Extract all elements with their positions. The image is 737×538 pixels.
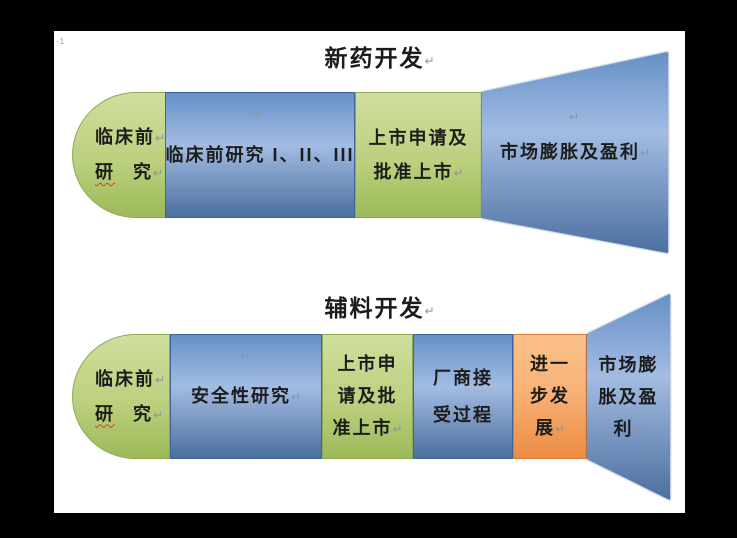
return-mark-icon: ↵ bbox=[392, 422, 403, 436]
bottom-stage-manufacturer-acceptance: 厂商接 受过程 bbox=[413, 334, 513, 459]
bottom-title-text: 辅料开发 bbox=[324, 295, 425, 321]
stage-label-line: 市场膨胀及盈利↵ bbox=[500, 135, 650, 170]
return-mark-icon: ↵ bbox=[155, 372, 166, 387]
return-mark-icon: ↵ bbox=[554, 422, 566, 436]
stage-label-line: 研究↵ bbox=[95, 155, 163, 190]
stage-label-line: 临床前研究 I、II、III bbox=[166, 138, 355, 172]
stage-label-text: 上市申请及 bbox=[368, 127, 469, 148]
stage-label-text: 安全性研究 bbox=[190, 386, 291, 406]
stage-label-text: 临床前 bbox=[95, 127, 155, 147]
stage-label-text: 进一 bbox=[530, 354, 570, 374]
stage-label-line: 上市申 bbox=[338, 348, 398, 380]
stage-label-text: 批准上市 bbox=[373, 161, 454, 182]
stage-label-line: 市场膨 bbox=[599, 349, 659, 381]
return-mark-icon: ↵ bbox=[453, 165, 464, 180]
return-mark-icon: ↵ bbox=[253, 107, 267, 121]
stage-label-text: 上市申 bbox=[337, 354, 398, 374]
stage-label-text: 受过程 bbox=[433, 404, 493, 425]
stage-label-text: 究 bbox=[133, 403, 153, 424]
stage-label-text: 究 bbox=[133, 162, 153, 182]
bottom-stage-preclinical-capsule: 临床前↵ 研究↵ bbox=[72, 334, 170, 459]
top-stage-market-expansion: ↵ 市场膨胀及盈利↵ bbox=[482, 52, 668, 253]
return-mark-icon: ↵ bbox=[290, 390, 302, 404]
spellcheck-word: 研 bbox=[95, 403, 115, 424]
return-mark-icon: ↵ bbox=[155, 131, 166, 145]
spellcheck-word: 研 bbox=[95, 162, 115, 182]
stage-label-line: 请及批 bbox=[338, 380, 398, 412]
stage-label-text: 厂商接 bbox=[433, 367, 493, 388]
return-mark-icon: ↵ bbox=[424, 304, 435, 318]
stage-label-line: 厂商接 bbox=[433, 360, 493, 397]
top-diagram-title: 新药开发↵ bbox=[324, 39, 434, 73]
stage-label-text: 准上市 bbox=[332, 418, 393, 438]
top-title-text: 新药开发 bbox=[324, 45, 425, 71]
stage-label-line: 准上市↵ bbox=[332, 412, 402, 445]
stage-label-line: 展↵ bbox=[535, 412, 565, 445]
trapezoid-content: ↵ 市场膨胀及盈利↵ bbox=[482, 52, 668, 253]
stage-label-line: 受过程 bbox=[433, 397, 493, 434]
stage-label-line: 临床前↵ bbox=[95, 120, 165, 155]
stage-label-text: 市场膨胀及盈利 bbox=[499, 142, 640, 162]
stage-label-line: 上市申请及 bbox=[369, 121, 469, 155]
trapezoid-shape bbox=[587, 294, 670, 500]
return-mark-icon: ↵ bbox=[239, 349, 253, 363]
stage-label-line: 研究↵ bbox=[95, 397, 163, 432]
stage-label-text: 步发 bbox=[530, 386, 570, 406]
top-stage-clinical-trials: ↵ 临床前研究 I、II、III bbox=[165, 92, 355, 218]
stage-label-text: 临床前 bbox=[95, 368, 155, 389]
return-mark-icon: ↵ bbox=[153, 407, 164, 422]
stage-label-text: 市场膨 bbox=[598, 354, 659, 375]
stage-label-text: 胀及盈 bbox=[598, 386, 659, 407]
bottom-diagram-title: 辅料开发↵ bbox=[324, 289, 434, 323]
return-mark-icon: ↵ bbox=[639, 146, 651, 160]
stage-label-line: 利↵ bbox=[613, 413, 643, 446]
stray-format-mark: -1 bbox=[56, 37, 66, 46]
trapezoid-content: 市场膨 胀及盈 利↵ bbox=[587, 294, 670, 500]
stage-label-line: 进一 bbox=[530, 348, 570, 380]
bottom-stage-safety-research: ↵ 安全性研究↵ bbox=[170, 334, 322, 459]
stage-label-text: 请及批 bbox=[337, 386, 398, 406]
stage-label-text: 利 bbox=[613, 418, 634, 439]
top-stage-market-approval: 上市申请及 批准上市↵ bbox=[355, 92, 482, 218]
top-stage-preclinical-capsule: 临床前↵ 研究↵ bbox=[72, 92, 166, 218]
stage-label-line: 批准上市↵ bbox=[373, 155, 463, 190]
stage-label-line: 临床前↵ bbox=[95, 362, 165, 397]
return-mark-icon: ↵ bbox=[568, 110, 582, 124]
return-mark-icon: ↵ bbox=[153, 166, 164, 180]
stage-label-text: 展 bbox=[534, 418, 555, 438]
stage-label-line: 胀及盈 bbox=[599, 381, 659, 413]
bottom-stage-market-approval: 上市申 请及批 准上市↵ bbox=[322, 334, 413, 459]
stage-label-text: 临床前研究 I、II、III bbox=[165, 145, 355, 165]
trapezoid-shape bbox=[482, 52, 668, 253]
return-mark-icon: ↵ bbox=[633, 422, 644, 437]
stage-label-line: 步发 bbox=[530, 380, 570, 412]
return-mark-icon: ↵ bbox=[424, 54, 435, 68]
stage-label-line: 安全性研究↵ bbox=[191, 379, 301, 414]
bottom-stage-further-development: 进一 步发 展↵ bbox=[513, 334, 587, 459]
document-page: -1 新药开发↵ 临床前↵ 研究↵ ↵ 临床前研究 I、II、III 上市申请及… bbox=[54, 31, 685, 513]
bottom-stage-market-expansion: 市场膨 胀及盈 利↵ bbox=[587, 294, 670, 500]
